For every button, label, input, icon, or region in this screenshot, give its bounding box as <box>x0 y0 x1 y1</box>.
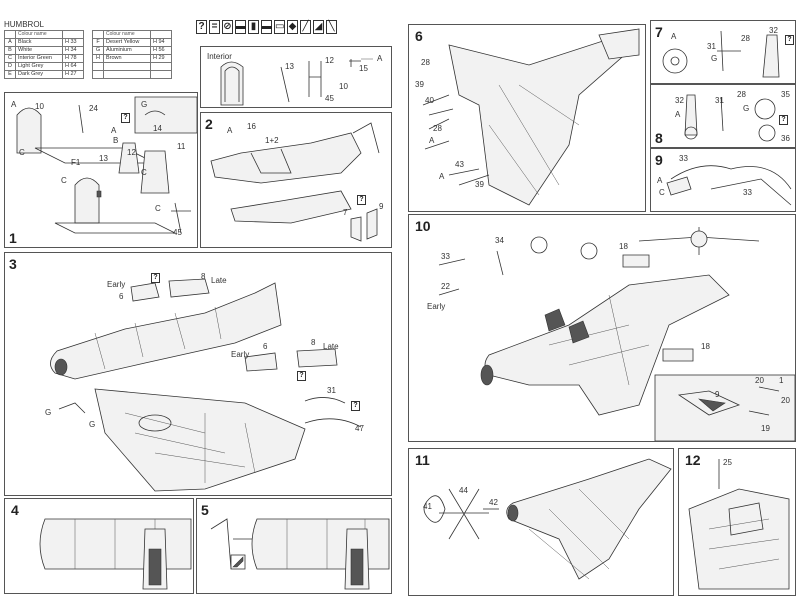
interior-title: Interior <box>207 52 232 61</box>
step-number: 9 <box>655 152 663 168</box>
cockpit-assembly-drawing <box>16 96 197 234</box>
step-9-panel: 9 33 A C 33 <box>650 148 796 212</box>
step-number: 1 <box>9 230 17 246</box>
wing-underside-drawing <box>39 518 192 590</box>
interior-panel: Interior 13 12 15 A 45 10 <box>200 46 392 108</box>
legend-title: HUMBROL <box>4 20 45 29</box>
step-number: 4 <box>11 502 19 518</box>
landing-gear-drawing <box>662 30 780 78</box>
legend-header: Colour name <box>103 30 151 39</box>
step-number: 5 <box>201 502 209 518</box>
wedge-symbol-icon: ◢ <box>313 20 324 34</box>
interior-parts-drawing <box>220 58 373 106</box>
step-11-panel: 11 41 44 42 <box>408 448 674 596</box>
propeller-assembly-drawing <box>423 458 672 580</box>
underside-assembly-drawing <box>438 227 795 441</box>
step-number: 8 <box>655 130 663 146</box>
step-10-panel: 10 33 34 18 22 E <box>408 214 796 442</box>
cockpit-detail-drawing <box>688 459 790 590</box>
step-3-panel: 3 Early ? 6 8 Late 8 Late Early 6 ? <box>4 252 392 496</box>
step-5-panel: 5 <box>196 498 392 594</box>
knife-symbol-icon: ╱ <box>300 20 311 34</box>
frame-symbol-icon: ▭ <box>274 20 285 34</box>
step-12-panel: 12 25 <box>678 448 796 596</box>
step-6-panel: 6 28 39 40 28 A 43 A 39 <box>408 24 646 212</box>
step-number: 2 <box>205 116 213 132</box>
step-number: 6 <box>415 28 423 44</box>
slash-symbol-icon: ╲ <box>326 20 337 34</box>
step-number: 3 <box>9 256 17 272</box>
wing-underside-drawing <box>210 518 390 590</box>
block-symbol-icon: ▮ <box>248 20 259 34</box>
equal-symbol-icon: = <box>209 20 220 34</box>
diamond-symbol-icon: ◆ <box>287 20 298 34</box>
bar-symbol-icon: ▬ <box>261 20 272 34</box>
step-4-panel: 4 <box>4 498 194 594</box>
bar-symbol-icon: ▬ <box>235 20 246 34</box>
fuselage-halves-drawing <box>210 122 380 242</box>
step-7-panel: 7 A 31 G 28 32 ? <box>650 20 796 84</box>
step-2-panel: 2 A 16 1+2 ? 7 9 <box>200 112 392 248</box>
step-number: 12 <box>685 452 701 468</box>
canopy-part-drawing <box>666 165 792 206</box>
step-1-panel: 1 A 10 24 G 14 ? A B 12 13 F1 11 C C C C… <box>4 92 198 248</box>
question-symbol-icon: ? <box>196 20 207 34</box>
legend-header: Colour name <box>15 30 63 39</box>
step-number: 10 <box>415 218 431 234</box>
symbol-key-strip: ? = ⊘ ▬ ▮ ▬ ▭ ◆ ╱ ◢ ╲ <box>196 20 337 34</box>
step-8-panel: 8 32 A 31 28 G 35 ? 36 <box>650 84 796 148</box>
landing-gear-drawing <box>684 94 776 142</box>
step-number: 7 <box>655 24 663 40</box>
no-glue-symbol-icon: ⊘ <box>222 20 233 34</box>
wing-fuselage-drawing <box>50 278 362 492</box>
upper-wing-drawing <box>422 28 640 206</box>
step-number: 11 <box>415 452 430 468</box>
